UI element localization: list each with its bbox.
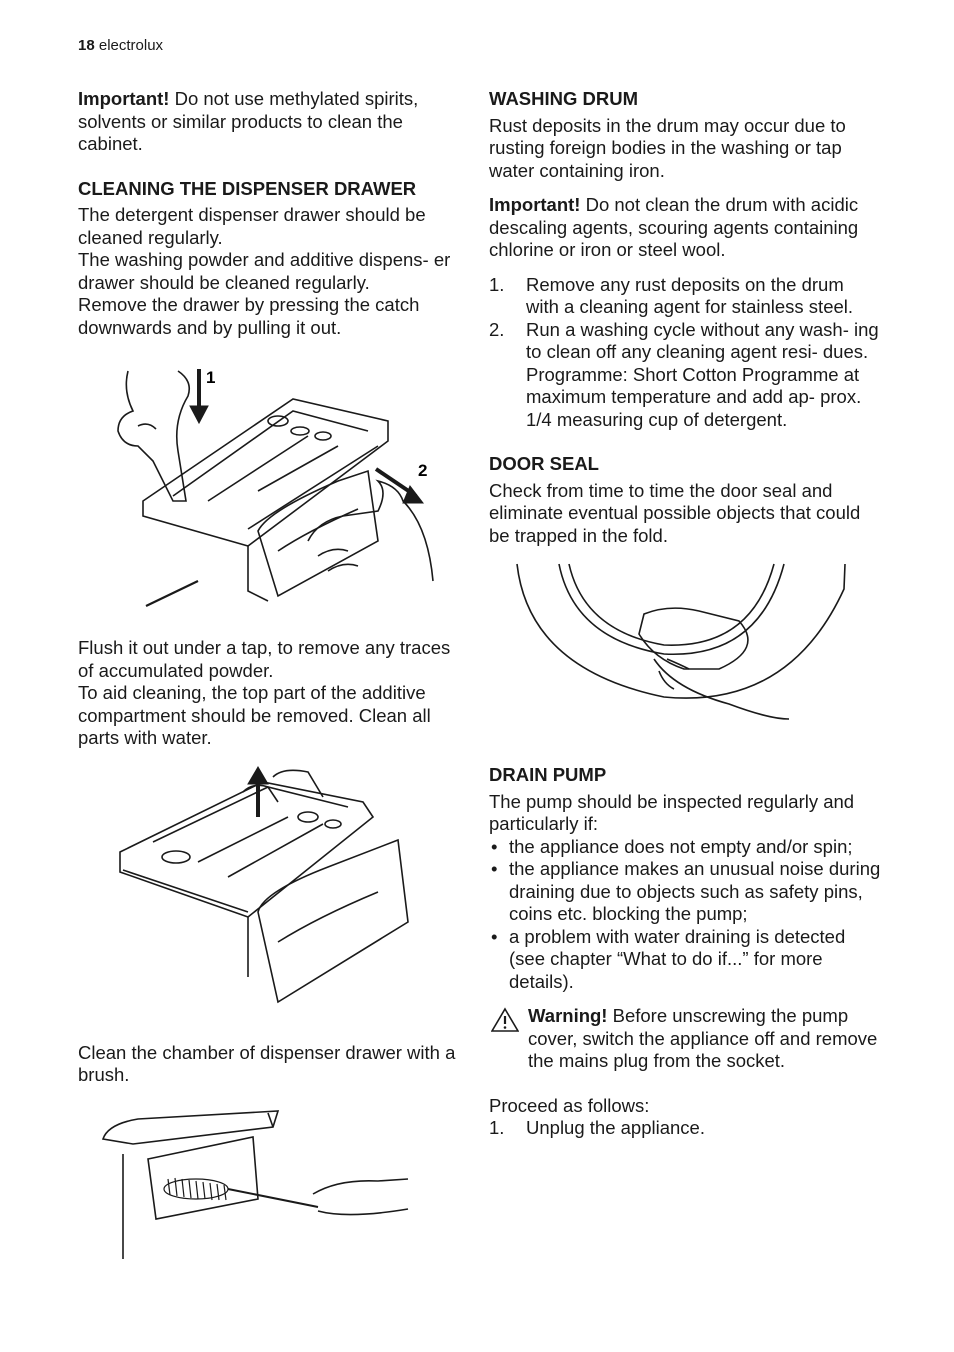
dispenser-paragraph-2: The washing powder and additive dispens-… bbox=[78, 249, 451, 293]
pump-section-title: DRAIN PUMP bbox=[489, 764, 607, 785]
bullet-text: a problem with water draining is detecte… bbox=[509, 925, 846, 992]
bullet: • bbox=[491, 858, 498, 879]
brush-paragraph: Clean the chamber of dispenser drawer wi… bbox=[78, 1041, 456, 1086]
compartment-removal-illustration bbox=[119, 765, 409, 1003]
warning-box: Warning! Before unscrewing the pump cove… bbox=[489, 1005, 881, 1073]
drum-important-text: Do not clean the drum with acidic descal… bbox=[489, 194, 859, 260]
proceed-text: Proceed as follows: bbox=[489, 1094, 650, 1116]
flush-paragraph-2: To aid cleaning, the top part of the add… bbox=[78, 682, 431, 748]
dispenser-section-title: CLEANING THE DISPENSER DRAWER bbox=[78, 177, 417, 199]
bullet-text: the appliance does not empty and/or spin… bbox=[509, 835, 853, 857]
step-text: Remove any rust deposits on the drum wit… bbox=[526, 273, 854, 318]
step-number: 1. bbox=[489, 273, 505, 295]
drum-steps-list: 1. Remove any rust deposits on the drum w… bbox=[489, 274, 881, 432]
dispenser-paragraph-3: Remove the drawer by pressing the catch … bbox=[78, 294, 420, 338]
step-label-2: 2 bbox=[418, 461, 427, 480]
list-item: 1. Remove any rust deposits on the drum w… bbox=[489, 274, 881, 319]
right-column: WASHING DRUM Rust deposits in the drum m… bbox=[489, 88, 881, 1152]
left-column: Important! Do not use methylated spirits… bbox=[78, 88, 462, 1264]
bullet: • bbox=[491, 925, 498, 947]
flush-paragraph-1: Flush it out under a tap, to remove any … bbox=[78, 637, 451, 681]
brush-cleaning-illustration bbox=[101, 1109, 409, 1259]
important-text: Do not use methylated spirits, solvents … bbox=[78, 88, 419, 154]
step-number: 1. bbox=[489, 1117, 505, 1138]
page-number: 18 bbox=[78, 37, 95, 54]
warning-label: Warning! bbox=[528, 1005, 608, 1026]
list-item: • the appliance does not empty and/or spi… bbox=[489, 836, 881, 859]
pump-conditions-list: • the appliance does not empty and/or spi… bbox=[489, 836, 881, 994]
drum-paragraph: Rust deposits in the drum may occur due … bbox=[489, 114, 846, 181]
pump-paragraph: The pump should be inspected regularly a… bbox=[489, 790, 855, 835]
seal-paragraph: Check from time to time the door seal an… bbox=[489, 479, 861, 546]
step-extra-text: Programme: Short Cotton Programme at max… bbox=[526, 363, 862, 430]
dispenser-paragraph-1: The detergent dispenser drawer should be… bbox=[78, 204, 426, 248]
warning-text: Before unscrewing the pump cover, switch… bbox=[528, 1005, 878, 1071]
important-note: Important! Do not use methylated spirits… bbox=[78, 88, 462, 156]
page-header: 18 electrolux bbox=[78, 37, 163, 54]
drum-section-title: WASHING DRUM bbox=[489, 88, 639, 109]
step-text: Run a washing cycle without any wash- in… bbox=[526, 318, 879, 363]
drum-important-note: Important! Do not clean the drum with ac… bbox=[489, 194, 881, 262]
list-item: 2. Run a washing cycle without any wash- … bbox=[489, 319, 881, 432]
list-item: 1. Unplug the appliance. bbox=[489, 1117, 881, 1140]
proceed-steps-list: 1. Unplug the appliance. bbox=[489, 1117, 881, 1140]
bullet: • bbox=[491, 835, 498, 857]
door-seal-illustration bbox=[516, 563, 846, 720]
bullet-text: the appliance makes an unusual noise dur… bbox=[509, 858, 881, 924]
seal-section-title: DOOR SEAL bbox=[489, 453, 599, 474]
drum-important-label: Important! bbox=[489, 194, 581, 215]
step-label-1: 1 bbox=[206, 368, 215, 387]
brand-name: electrolux bbox=[98, 37, 164, 54]
drawer-removal-illustration: 1 2 bbox=[117, 368, 434, 607]
list-item: • a problem with water draining is detect… bbox=[489, 926, 881, 994]
step-text: Unplug the appliance. bbox=[526, 1117, 705, 1138]
warning-triangle-icon bbox=[491, 1007, 519, 1032]
step-number: 2. bbox=[489, 318, 505, 340]
list-item: • the appliance makes an unusual noise du… bbox=[489, 858, 881, 926]
important-label: Important! bbox=[78, 88, 170, 109]
